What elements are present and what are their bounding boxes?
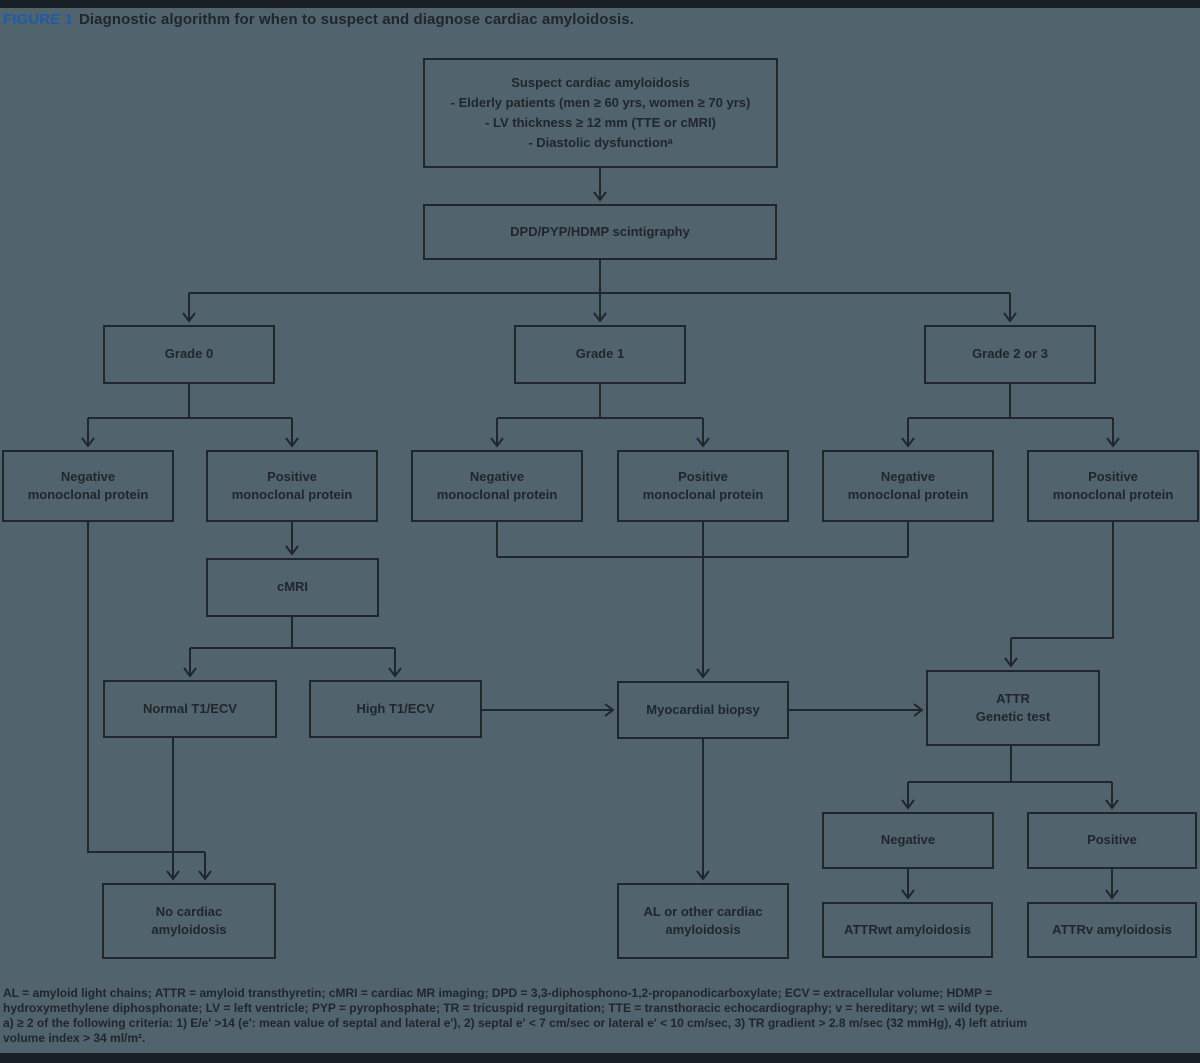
node-negative-monoclonal-grade0: Negative monoclonal protein <box>2 450 174 522</box>
node-label: Positive <box>1087 832 1137 848</box>
node-label: Negative <box>60 468 116 484</box>
node-positive-monoclonal-grade2-3: Positive monoclonal protein <box>1027 450 1199 522</box>
node-suspect-cardiac-amyloidosis: Suspect cardiac amyloidosis - Elderly pa… <box>423 58 778 168</box>
node-label: ATTRv amyloidosis <box>1052 921 1172 937</box>
node-label: monoclonal protein <box>231 487 353 502</box>
node-label: Genetic test <box>975 709 1051 724</box>
node-label: Negative <box>880 468 936 484</box>
figure-title: FIGURE 1 Diagnostic algorithm for when to… <box>3 11 634 28</box>
node-label: Myocardial biopsy <box>646 701 760 717</box>
figure-label: FIGURE 1 <box>3 11 73 28</box>
node-label: High T1/ECV <box>356 700 435 716</box>
node-attrv-amyloidosis: ATTRv amyloidosis <box>1027 902 1197 958</box>
node-no-cardiac-amyloidosis: No cardiac amyloidosis <box>102 883 276 959</box>
node-label: AL or other cardiac <box>643 903 763 919</box>
node-label: amyloidosis <box>665 922 741 937</box>
bottom-border-bar <box>0 1053 1200 1063</box>
node-label: monoclonal protein <box>847 487 969 502</box>
figure-footnote: AL = amyloid light chains; ATTR = amyloi… <box>3 986 1199 1046</box>
figure-title-text: Diagnostic algorithm for when to suspect… <box>78 11 634 28</box>
node-high-t1-ecv: High T1/ECV <box>309 680 482 738</box>
node-attrwt-amyloidosis: ATTRwt amyloidosis <box>822 902 993 958</box>
node-label: Grade 1 <box>575 346 625 362</box>
footnote-line-criteria-1: a) ≥ 2 of the following criteria: 1) E/e… <box>3 1016 1027 1030</box>
footnote-line-abbreviations-1: AL = amyloid light chains; ATTR = amyloi… <box>3 986 993 1000</box>
node-grade-2-or-3: Grade 2 or 3 <box>924 325 1096 384</box>
top-border-bar <box>0 0 1200 8</box>
node-label: amyloidosis <box>151 922 227 937</box>
node-title: Suspect cardiac amyloidosis <box>511 74 690 90</box>
node-genetic-positive: Positive <box>1027 812 1197 869</box>
node-label: Grade 2 or 3 <box>972 346 1048 362</box>
node-al-or-other-cardiac-amyloidosis: AL or other cardiac amyloidosis <box>617 883 789 959</box>
node-label: Negative <box>469 468 525 484</box>
node-bullet: - Diastolic dysfunctionᵃ <box>528 135 673 151</box>
node-scintigraphy: DPD/PYP/HDMP scintigraphy <box>423 204 777 260</box>
node-label: ATTR <box>996 690 1030 706</box>
node-negative-monoclonal-grade1: Negative monoclonal protein <box>411 450 583 522</box>
node-bullet: - Elderly patients (men ≥ 60 yrs, women … <box>450 94 751 110</box>
node-label: cMRI <box>276 579 309 595</box>
footnote-line-abbreviations-2: hydroxymethylene diphosphonate; LV = lef… <box>3 1001 1003 1015</box>
node-negative-monoclonal-grade2-3: Negative monoclonal protein <box>822 450 994 522</box>
node-label: monoclonal protein <box>27 487 149 502</box>
node-label: monoclonal protein <box>1052 487 1174 502</box>
node-myocardial-biopsy: Myocardial biopsy <box>617 681 789 739</box>
node-genetic-negative: Negative <box>822 812 994 869</box>
node-label: Positive <box>678 468 728 484</box>
node-label: Grade 0 <box>164 346 214 362</box>
node-label: monoclonal protein <box>642 487 764 502</box>
node-grade-1: Grade 1 <box>514 325 686 384</box>
node-label: Positive <box>267 468 317 484</box>
node-label: No cardiac <box>155 903 223 919</box>
node-normal-t1-ecv: Normal T1/ECV <box>103 680 277 738</box>
node-cmri: cMRI <box>206 558 379 617</box>
node-label: ATTRwt amyloidosis <box>844 921 971 937</box>
footnote-line-criteria-2: volume index > 34 ml/m². <box>3 1031 146 1045</box>
node-label: DPD/PYP/HDMP scintigraphy <box>510 223 690 239</box>
node-attr-genetic-test: ATTR Genetic test <box>926 670 1100 746</box>
node-label: Positive <box>1088 468 1138 484</box>
node-positive-monoclonal-grade0: Positive monoclonal protein <box>206 450 378 522</box>
node-bullet: - LV thickness ≥ 12 mm (TTE or cMRI) <box>485 115 716 130</box>
node-positive-monoclonal-grade1: Positive monoclonal protein <box>617 450 789 522</box>
node-label: Normal T1/ECV <box>143 700 237 716</box>
node-label: Negative <box>880 832 936 848</box>
node-grade-0: Grade 0 <box>103 325 275 384</box>
node-label: monoclonal protein <box>436 487 558 502</box>
